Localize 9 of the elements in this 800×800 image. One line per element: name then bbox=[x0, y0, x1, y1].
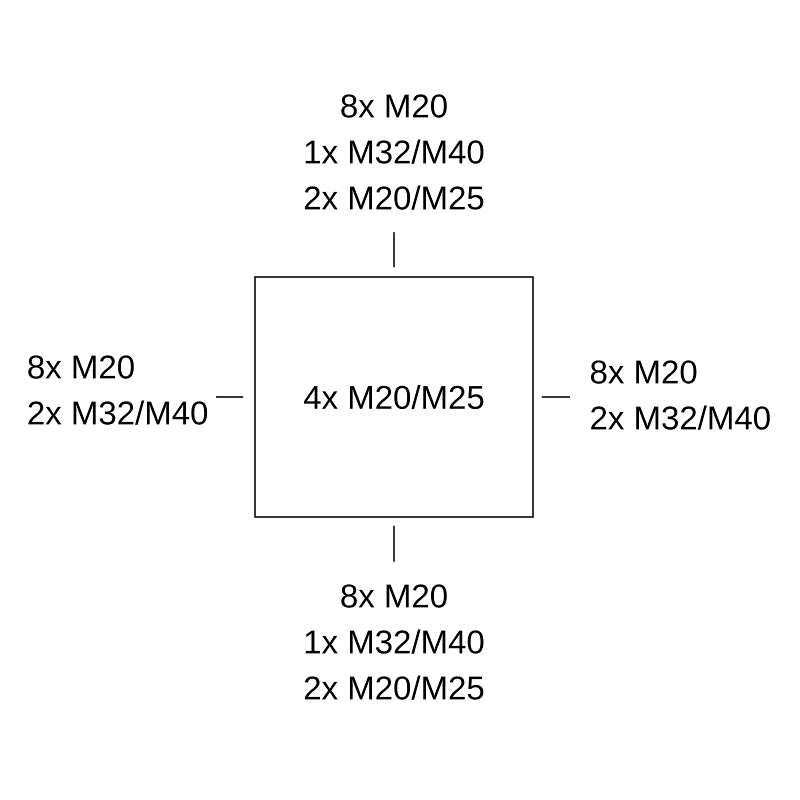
tick-line bbox=[542, 396, 570, 398]
port-label: 8x M20 2x M32/M40 bbox=[28, 355, 208, 425]
port-label: 8x M20 1x M32/M40 2x M20/M25 bbox=[304, 584, 484, 700]
port-label: 8x M20 2x M32/M40 bbox=[590, 360, 770, 430]
tick-line bbox=[216, 396, 244, 398]
tick-line bbox=[393, 526, 395, 562]
port-label: 8x M20 1x M32/M40 2x M20/M25 bbox=[304, 94, 484, 210]
tick-line bbox=[393, 232, 395, 268]
enclosure-box: 4x M20/M25 bbox=[254, 276, 534, 518]
